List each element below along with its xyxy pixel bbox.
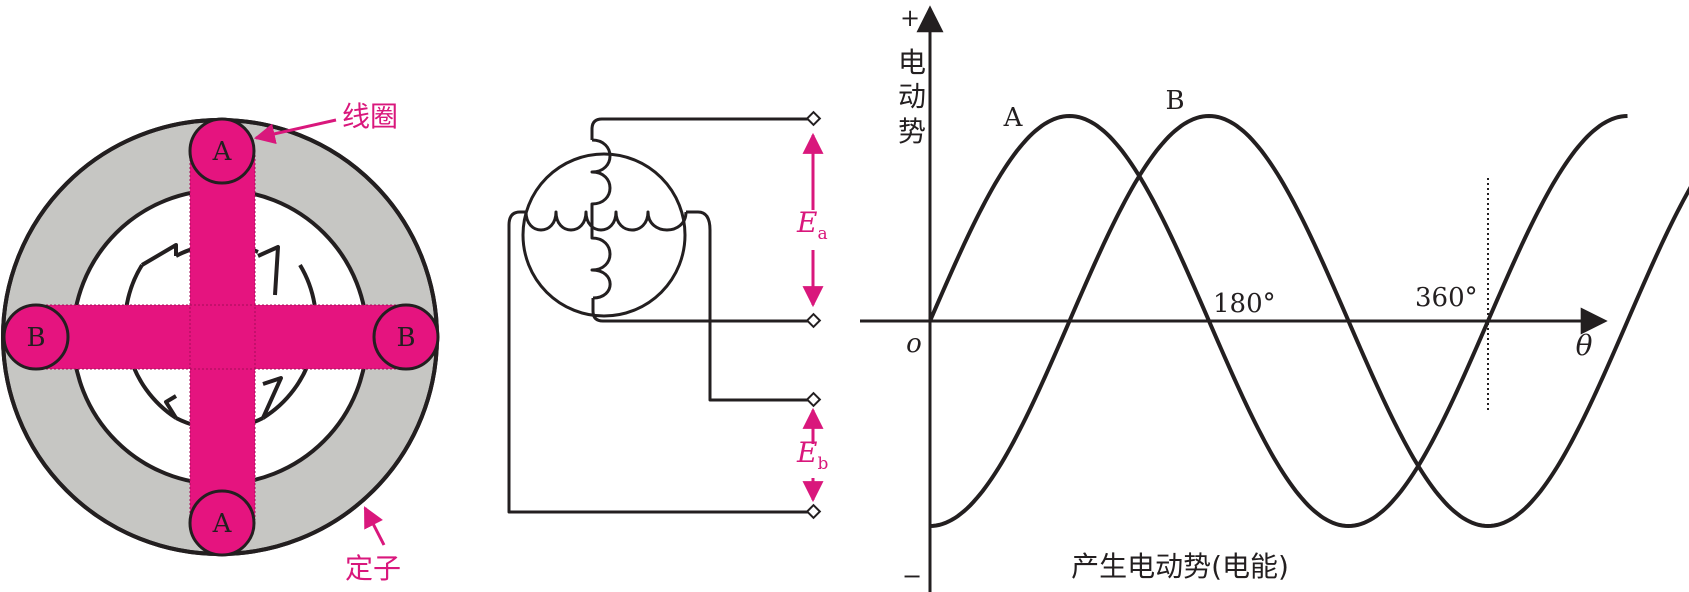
plus-sign: + xyxy=(900,4,920,32)
wire-a-bottom xyxy=(591,298,814,323)
svg-text:A: A xyxy=(212,509,233,539)
winding-b xyxy=(524,210,688,232)
x-axis-label: θ xyxy=(1576,329,1593,362)
emf-curve-a xyxy=(928,113,1628,529)
coil-callout-arrow xyxy=(253,118,337,145)
caption: 产生电动势(电能) xyxy=(1071,550,1289,583)
svg-text:B: B xyxy=(26,323,45,353)
coil-label: 线圈 xyxy=(342,100,398,133)
coil-end-b-right: B xyxy=(372,303,440,371)
y-axis-label: 电 动 势 xyxy=(898,46,926,148)
terminal-b2 xyxy=(805,503,822,520)
waveform-view: + − 电 动 势 o θ 180° 360° A B 产生电动势(电能) xyxy=(860,4,1689,592)
tick-180-label: 180° xyxy=(1213,289,1276,319)
coil-end-b-left: B xyxy=(2,303,70,371)
stator-label: 定子 xyxy=(345,552,401,585)
curve-b-label: B xyxy=(1165,86,1184,116)
emf-curve-b xyxy=(929,113,1689,529)
svg-text:动: 动 xyxy=(898,80,926,113)
stator-callout-arrow xyxy=(363,506,386,546)
wire-b-bottom xyxy=(507,210,814,514)
winding-a xyxy=(590,138,612,300)
stator-view: A A B B 线圈 定子 xyxy=(1,100,440,585)
circuit-view: Ea Eb xyxy=(507,110,828,520)
svg-text:电: 电 xyxy=(898,46,926,79)
minus-sign: − xyxy=(902,562,922,590)
coil-b-bar xyxy=(33,305,408,369)
generator-symbol xyxy=(521,152,687,318)
terminal-a2 xyxy=(805,312,822,329)
origin-label: o xyxy=(906,329,922,359)
emf-b-label: Eb xyxy=(796,436,828,474)
wire-a-top xyxy=(590,117,814,140)
wire-b-top xyxy=(686,210,814,402)
svg-text:B: B xyxy=(396,323,415,353)
svg-text:势: 势 xyxy=(898,115,926,148)
curve-a-label: A xyxy=(1003,103,1024,133)
terminals xyxy=(805,110,822,520)
coil-end-a-top: A xyxy=(188,117,256,185)
terminal-a1 xyxy=(805,110,822,127)
emf-curves xyxy=(928,113,1689,529)
tick-360-label: 360° xyxy=(1415,283,1478,313)
coil-end-a-bottom: A xyxy=(188,489,256,557)
terminal-b1 xyxy=(805,391,822,408)
coil-cross xyxy=(33,150,408,525)
emf-a-label: Ea xyxy=(796,206,828,244)
svg-text:A: A xyxy=(212,137,233,167)
